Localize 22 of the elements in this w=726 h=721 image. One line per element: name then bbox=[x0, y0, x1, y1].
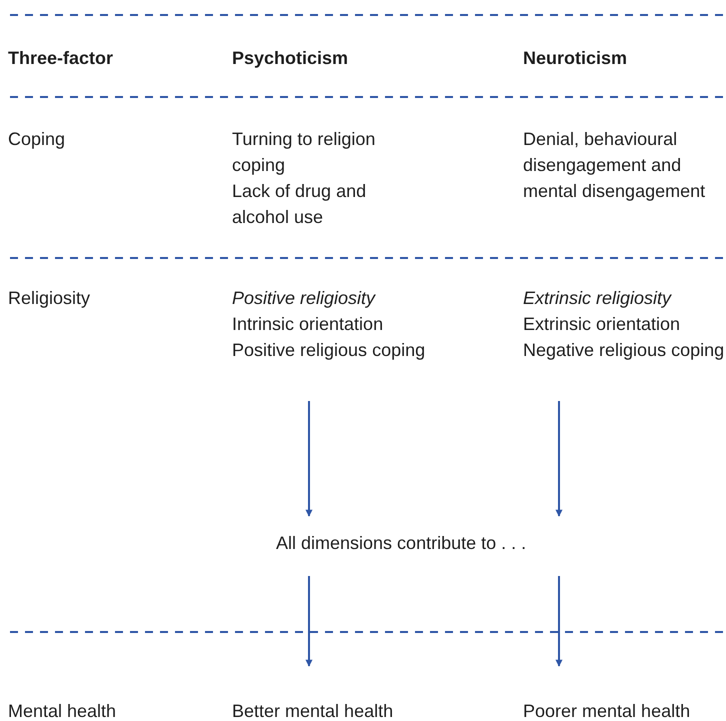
cell-text: Intrinsic orientation bbox=[232, 313, 384, 336]
column-header: Neuroticism bbox=[523, 47, 628, 70]
table-text: Coping bbox=[8, 128, 66, 151]
cell-text: All dimensions contribute to . . . bbox=[276, 532, 526, 555]
cell-text: Negative religious coping bbox=[523, 339, 724, 362]
cell-text: Extrinsic orientation bbox=[523, 313, 682, 336]
arrow bbox=[306, 401, 312, 517]
arrow bbox=[556, 576, 562, 667]
column-header: Psychoticism bbox=[232, 47, 350, 70]
column-header: Three-factor bbox=[8, 47, 114, 70]
cell-heading: Extrinsic religiosity bbox=[523, 287, 673, 310]
arrow bbox=[306, 576, 312, 667]
cell-text: Positive religious coping bbox=[232, 339, 426, 362]
table-text: Turning to religion coping bbox=[232, 128, 376, 177]
cell-text: Poorer mental health bbox=[523, 700, 690, 721]
table-text: Denial, behavioural disengagement and mental disengagement bbox=[523, 128, 706, 203]
table-text: Lack of drug and alcohol use bbox=[232, 180, 368, 229]
cell-heading: Positive religiosity bbox=[232, 287, 377, 310]
cell-text: Better mental health bbox=[232, 700, 394, 721]
table-text: Mental health bbox=[8, 700, 118, 721]
table-text: Religiosity bbox=[8, 287, 92, 310]
arrow bbox=[556, 401, 562, 517]
